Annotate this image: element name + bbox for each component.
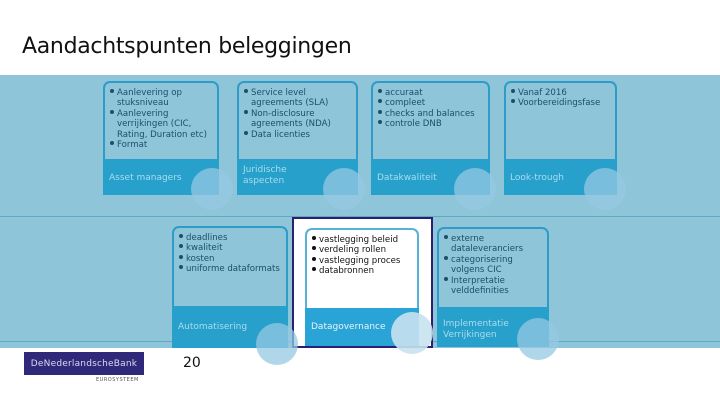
bullet-dot-icon (444, 235, 448, 239)
card-label: Datagovernance (311, 322, 386, 332)
card-label: Look-trough (510, 173, 564, 183)
bullet-dot-icon (179, 254, 183, 259)
card-label: Juridische aspecten (243, 165, 287, 186)
dnb-logo: DeNederlandscheBank (24, 352, 144, 375)
circle-decoration-icon (517, 318, 559, 360)
circle-decoration-icon (256, 323, 298, 365)
bullet-item: Format (110, 140, 212, 150)
card-datagovernance: vastlegging beleid verdeling rollen vast… (305, 228, 433, 354)
bullet-dot-icon (378, 120, 382, 125)
bullet-item: kwaliteit (179, 243, 281, 253)
bullet-dot-icon (511, 89, 515, 93)
bullet-dot-icon (444, 255, 448, 260)
bullet-dot-icon (511, 99, 515, 104)
bullet-item: uniforme dataformats (179, 264, 281, 274)
bullet-item: databronnen (312, 266, 412, 276)
card-look-trough: Vanaf 2016 Voorbereidingsfase Look-troug… (504, 81, 626, 210)
bullet-dot-icon (110, 141, 114, 146)
bullet-dot-icon (179, 265, 183, 270)
bullet-dot-icon (244, 130, 248, 135)
bullet-item: deadlines (179, 233, 281, 243)
bullet-item: Data licenties (244, 130, 351, 140)
card-label: Datakwaliteit (377, 173, 437, 183)
circle-decoration-icon (323, 168, 365, 210)
circle-decoration-icon (584, 168, 626, 210)
bullet-dot-icon (312, 256, 316, 261)
bullet-dot-icon (244, 89, 248, 93)
bullet-item: vastlegging proces (312, 256, 412, 266)
bullet-dot-icon (444, 276, 448, 281)
bullet-dot-icon (179, 234, 183, 238)
bullet-dot-icon (378, 89, 382, 93)
bullet-dot-icon (179, 244, 183, 249)
bullet-item: Voorbereidingsfase (511, 98, 610, 108)
bullet-item: checks and balances (378, 109, 483, 119)
card-datakwaliteit: accuraat compleet checks and balances co… (371, 81, 496, 210)
card-label: Asset managers (109, 173, 182, 183)
slide-title: Aandachtspunten beleggingen (22, 34, 352, 59)
logo-subtitle: EUROSYSTEEM (96, 377, 139, 383)
bullet-item: compleet (378, 98, 483, 108)
bullet-item: verdeling rollen (312, 245, 412, 255)
bullet-item: kosten (179, 254, 281, 264)
bullet-dot-icon (312, 267, 316, 272)
circle-decoration-icon (391, 312, 433, 354)
card-automatisering: deadlines kwaliteit kosten uniforme data… (172, 226, 298, 365)
bullet-item: vastlegging beleid (312, 235, 412, 245)
card-label: Implementatie Verrijkingen (443, 319, 509, 340)
bullet-dot-icon (378, 109, 382, 114)
page-number: 20 (183, 355, 201, 371)
bullet-dot-icon (110, 109, 114, 114)
bullet-item: Vanaf 2016 (511, 88, 610, 98)
card-label: Automatisering (178, 322, 248, 332)
bullet-item: controle DNB (378, 119, 483, 129)
bullet-dot-icon (110, 89, 114, 93)
bullet-item: accuraat (378, 88, 483, 98)
bullet-dot-icon (378, 99, 382, 104)
circle-decoration-icon (454, 168, 496, 210)
bullet-dot-icon (312, 246, 316, 251)
row-divider (0, 216, 720, 217)
circle-decoration-icon (191, 168, 233, 210)
bullet-dot-icon (312, 236, 316, 240)
bullet-dot-icon (244, 109, 248, 114)
